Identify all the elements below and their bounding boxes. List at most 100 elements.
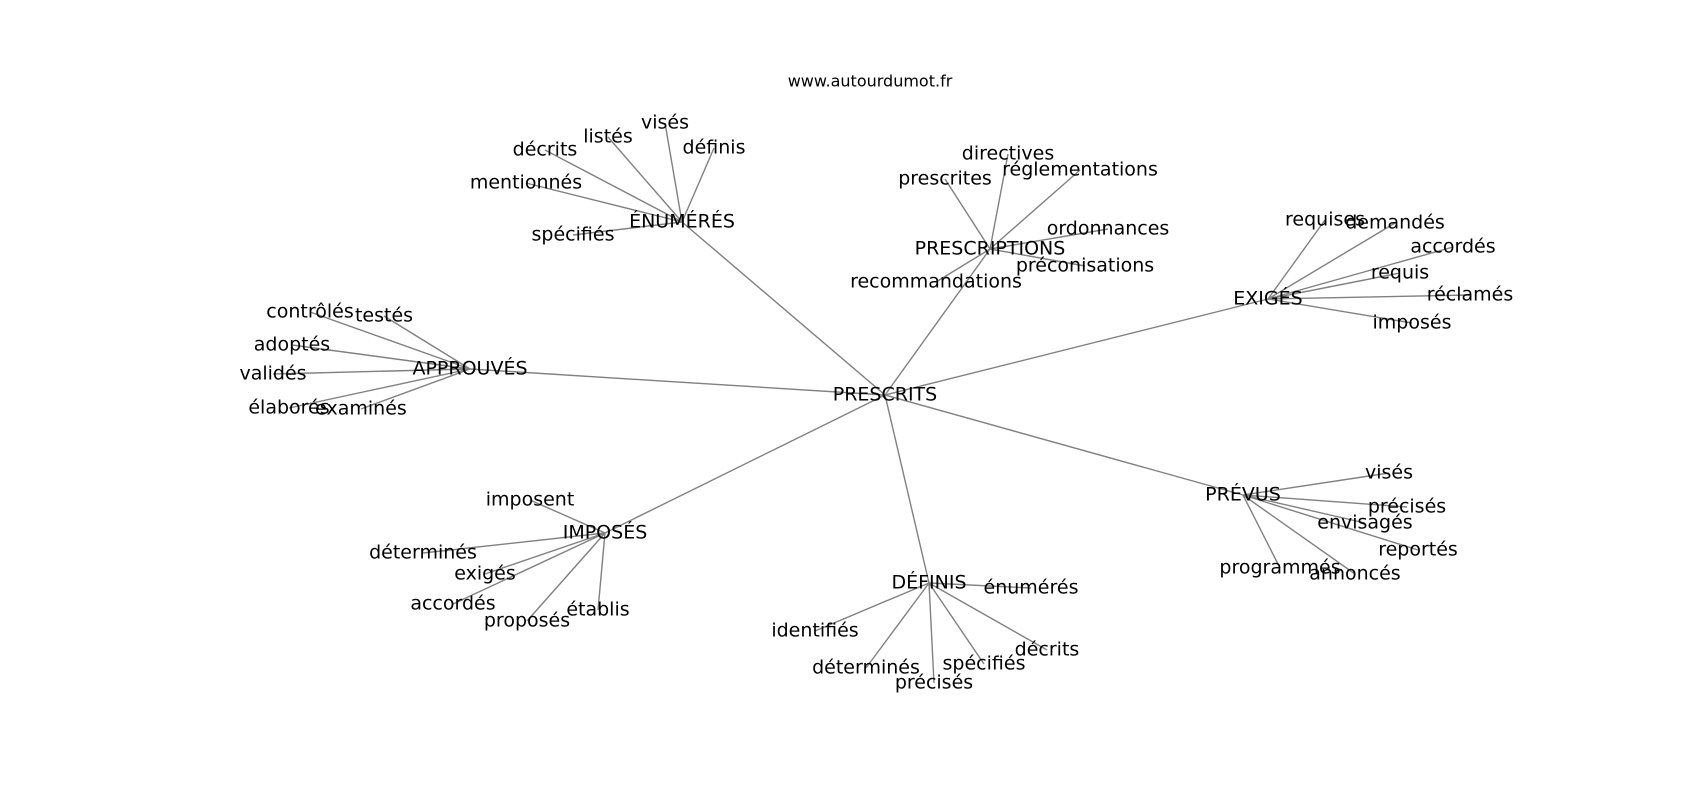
edge-definis-5 bbox=[814, 582, 930, 632]
leaf-node: spécifiés bbox=[943, 653, 1026, 675]
edge-prevus-4 bbox=[1242, 494, 1356, 575]
edge-prescriptions-5 bbox=[935, 248, 991, 283]
edge-exiges-2 bbox=[1267, 246, 1454, 300]
edge-definis-0 bbox=[928, 582, 1032, 589]
edge-prescriptions-2 bbox=[989, 169, 1081, 250]
edge-enumeres-1 bbox=[525, 182, 683, 223]
edge-root-exiges bbox=[884, 298, 1269, 396]
leaf-node: préconisations bbox=[1016, 255, 1154, 277]
edge-approuves-0 bbox=[309, 311, 471, 370]
edge-enumeres-3 bbox=[607, 136, 683, 223]
edge-prevus-5 bbox=[1242, 494, 1281, 569]
leaf-node: précisés bbox=[1368, 496, 1446, 518]
leaf-node: déterminés bbox=[369, 542, 477, 564]
edge-approuves-3 bbox=[272, 368, 471, 375]
edge-imposes-0 bbox=[529, 499, 606, 534]
leaf-node: programmés bbox=[1219, 557, 1340, 579]
edge-root-enumeres bbox=[681, 221, 886, 396]
leaf-node: précisés bbox=[895, 672, 973, 694]
leaf-node: accordés bbox=[410, 593, 495, 615]
leaf-node: décrits bbox=[1015, 639, 1080, 661]
root-node: PRESCRITS bbox=[833, 384, 937, 406]
leaf-node: imposent bbox=[486, 489, 575, 511]
leaf-node: réclamés bbox=[1427, 284, 1514, 306]
leaf-node: accordés bbox=[1410, 236, 1495, 258]
leaf-node: énumérés bbox=[984, 577, 1079, 599]
leaf-node: établis bbox=[566, 599, 629, 621]
edge-prevus-3 bbox=[1242, 494, 1419, 551]
edge-prevus-1 bbox=[1242, 494, 1408, 508]
edge-enumeres-0 bbox=[572, 221, 683, 236]
leaf-node: directives bbox=[962, 143, 1054, 165]
edge-prevus-2 bbox=[1242, 494, 1366, 524]
leaf-node: adoptés bbox=[254, 334, 330, 356]
edge-prescriptions-3 bbox=[989, 228, 1109, 250]
edge-definis-2 bbox=[928, 582, 985, 665]
hub-node-imposes: IMPOSÉS bbox=[563, 521, 648, 544]
edge-exiges-4 bbox=[1267, 294, 1471, 300]
edge-approuves-4 bbox=[288, 368, 471, 409]
hub-node-prevus: PRÉVUS bbox=[1205, 483, 1281, 506]
leaf-node: visés bbox=[1365, 462, 1413, 484]
leaf-node: contrôlés bbox=[266, 301, 353, 323]
leaf-node: identifiés bbox=[771, 620, 858, 642]
leaf-node: exigés bbox=[454, 563, 516, 585]
hub-node-definis: DÉFINIS bbox=[891, 571, 966, 594]
edge-imposes-4 bbox=[526, 532, 606, 622]
leaf-node: demandés bbox=[1345, 212, 1445, 234]
edge-imposes-2 bbox=[484, 532, 606, 575]
leaf-node: examinés bbox=[315, 398, 407, 420]
hub-node-prescriptions: PRESCRIPTIONS bbox=[915, 238, 1066, 260]
hub-node-exiges: EXIGÉS bbox=[1233, 287, 1302, 310]
edge-prescriptions-1 bbox=[989, 153, 1009, 250]
leaf-node: requis bbox=[1371, 262, 1429, 284]
edge-imposes-5 bbox=[597, 532, 606, 611]
edge-exiges-1 bbox=[1267, 222, 1396, 300]
leaf-node: validés bbox=[239, 363, 306, 385]
edge-root-prevus bbox=[884, 394, 1244, 496]
edge-root-definis bbox=[884, 394, 930, 584]
edge-imposes-3 bbox=[452, 532, 606, 605]
edge-prescriptions-4 bbox=[989, 248, 1086, 267]
edge-enumeres-4 bbox=[664, 122, 683, 223]
edge-definis-1 bbox=[928, 582, 1048, 651]
edge-exiges-0 bbox=[1267, 219, 1326, 300]
leaf-node: annoncés bbox=[1309, 563, 1400, 585]
leaf-node: spécifiés bbox=[532, 224, 615, 246]
leaf-node: élaborés bbox=[248, 397, 329, 419]
edge-definis-4 bbox=[865, 582, 930, 669]
edge-root-prescriptions bbox=[884, 248, 991, 396]
hub-node-approuves: APPROUVÉS bbox=[412, 357, 527, 380]
edge-enumeres-2 bbox=[544, 149, 683, 223]
leaf-node: testés bbox=[355, 305, 413, 327]
leaf-node: proposés bbox=[484, 610, 570, 632]
edge-approuves-5 bbox=[360, 368, 471, 410]
leaf-node: mentionnés bbox=[470, 172, 582, 194]
edge-root-imposes bbox=[604, 394, 886, 534]
leaf-node: définis bbox=[683, 137, 746, 159]
leaf-node: déterminés bbox=[812, 657, 920, 679]
edge-imposes-1 bbox=[422, 532, 606, 554]
edge-exiges-3 bbox=[1267, 272, 1401, 300]
leaf-node: réglementations bbox=[1002, 159, 1158, 181]
graph-labels: www.autourdumot.fr PRESCRITS ÉNUMÉRÉS spéc… bbox=[239, 72, 1513, 694]
edge-enumeres-5 bbox=[681, 147, 715, 223]
edge-prevus-0 bbox=[1242, 472, 1390, 496]
edge-definis-3 bbox=[928, 582, 935, 684]
site-watermark: www.autourdumot.fr bbox=[788, 72, 953, 91]
edge-prescriptions-0 bbox=[944, 178, 991, 250]
edge-approuves-1 bbox=[383, 315, 471, 370]
leaf-node: prescrites bbox=[898, 168, 992, 190]
edge-root-approuves bbox=[469, 368, 886, 396]
leaf-node: recommandations bbox=[850, 271, 1022, 293]
leaf-node: décrits bbox=[513, 139, 578, 161]
hub-node-enumeres: ÉNUMÉRÉS bbox=[629, 210, 735, 233]
leaf-node: reportés bbox=[1378, 539, 1458, 561]
leaf-node: visés bbox=[641, 112, 689, 134]
leaf-node: imposés bbox=[1373, 312, 1452, 334]
graph-edges bbox=[272, 122, 1471, 684]
leaf-node: ordonnances bbox=[1047, 218, 1170, 240]
leaf-node: listés bbox=[583, 126, 633, 148]
leaf-node: requises bbox=[1285, 209, 1365, 231]
